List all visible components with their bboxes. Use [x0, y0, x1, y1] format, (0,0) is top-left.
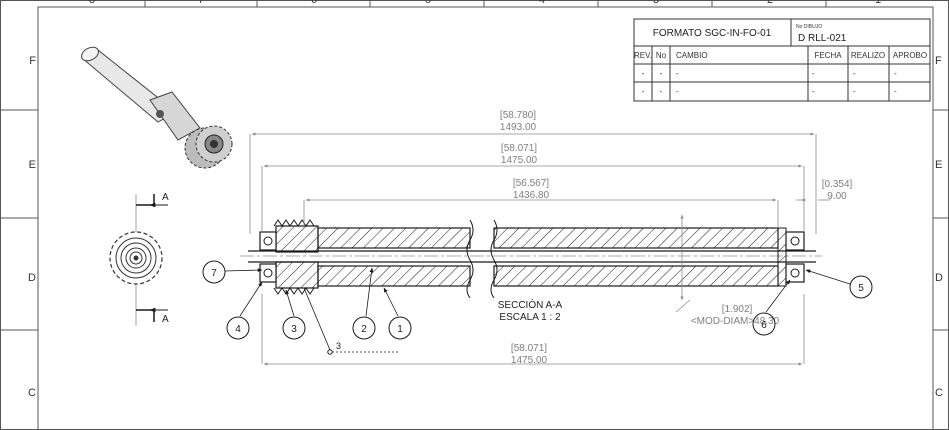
zone-row-f-left: F	[29, 55, 36, 67]
balloon-7: 7	[211, 268, 217, 279]
zone-row-d-left: D	[28, 272, 36, 284]
dim-end-inch: [0.354]	[822, 179, 853, 190]
row2-aprobo: -	[894, 87, 897, 96]
balloon-3: 3	[291, 324, 297, 335]
row1-aprobo: -	[894, 69, 897, 78]
zone-col-4: 4	[539, 0, 545, 6]
drawing-no-label: No DIBUJO	[796, 24, 822, 30]
end-view: A A	[109, 192, 169, 326]
isometric-view	[81, 46, 233, 169]
header-rev: REV.	[634, 51, 652, 60]
cut-marker-bottom: A	[162, 314, 169, 325]
zone-row-e-left: E	[29, 159, 36, 171]
format-code: FORMATO SGC-IN-FO-01	[653, 28, 772, 39]
dimensions: [58.780] 1493.00 [58.071] 1475.00 [56.56…	[249, 110, 853, 366]
balloon-6: 6	[761, 320, 767, 331]
row1-cambio: -	[676, 69, 679, 78]
title-block: FORMATO SGC-IN-FO-01 No DIBUJO D RLL-021…	[633, 18, 931, 102]
row2-realizo: -	[853, 87, 856, 96]
section-scale: ESCALA 1 : 2	[499, 312, 561, 323]
dim-end-mm: 9.00	[827, 191, 847, 202]
weld-note-value: 3	[336, 341, 341, 351]
balloon-2: 2	[361, 324, 367, 335]
balloon-4: 4	[235, 324, 241, 335]
zone-row-e-right: E	[935, 159, 942, 171]
zone-row-d-right: D	[935, 272, 943, 284]
zone-col-5: 5	[425, 0, 431, 6]
row2-rev: -	[642, 87, 645, 96]
dim-bottom-inch: [58.071]	[511, 343, 547, 354]
balloon-1: 1	[397, 324, 403, 335]
row1-rev: -	[642, 69, 645, 78]
zone-row-f-right: F	[935, 55, 942, 67]
header-realizo: REALIZO	[851, 51, 885, 60]
zone-col-6: 6	[311, 0, 317, 6]
header-fecha: FECHA	[814, 51, 842, 60]
zone-row-c-right: C	[935, 387, 943, 399]
zone-col-1: 1	[875, 0, 881, 6]
header-no: No	[656, 51, 667, 60]
row2-no: -	[660, 87, 663, 96]
header-aprobo: APROBO	[893, 51, 927, 60]
weld-note: 3	[303, 287, 400, 355]
zone-col-3: 3	[653, 0, 659, 6]
row2-fecha: -	[812, 87, 815, 96]
dim-overall-inch: [58.780]	[500, 110, 536, 121]
zone-col-8: 8	[89, 0, 95, 6]
header-cambio: CAMBIO	[676, 51, 708, 60]
dim-inner-inch: [58.071]	[501, 143, 537, 154]
dim-overall-mm: 1493.00	[500, 122, 537, 133]
dim-diameter-inch: [1.902]	[722, 304, 753, 315]
row1-no: -	[660, 69, 663, 78]
drawing-no: D RLL-021	[798, 33, 847, 44]
zone-labels: 8 7 6 5 4 3 2 1 F E D C F E D C	[28, 0, 943, 399]
dim-tube-inch: [56.567]	[513, 178, 549, 189]
dim-tube-mm: 1436.80	[513, 190, 550, 201]
zone-col-2: 2	[767, 0, 773, 6]
section-label: SECCIÓN A-A	[498, 298, 563, 311]
dim-inner-mm: 1475.00	[501, 155, 538, 166]
section-view	[240, 219, 822, 299]
row1-realizo: -	[853, 69, 856, 78]
balloons: 7 4 3 2 1 5 6	[202, 260, 873, 340]
dim-bottom-mm: 1475.00	[511, 355, 548, 366]
row1-fecha: -	[812, 69, 815, 78]
row2-cambio: -	[676, 87, 679, 96]
balloon-5: 5	[858, 283, 864, 294]
zone-row-c-left: C	[28, 387, 36, 399]
cut-marker-top: A	[162, 192, 169, 203]
dim-diameter-mm: <MOD-DIAM>48.30	[691, 316, 780, 327]
zone-col-7: 7	[198, 0, 204, 6]
